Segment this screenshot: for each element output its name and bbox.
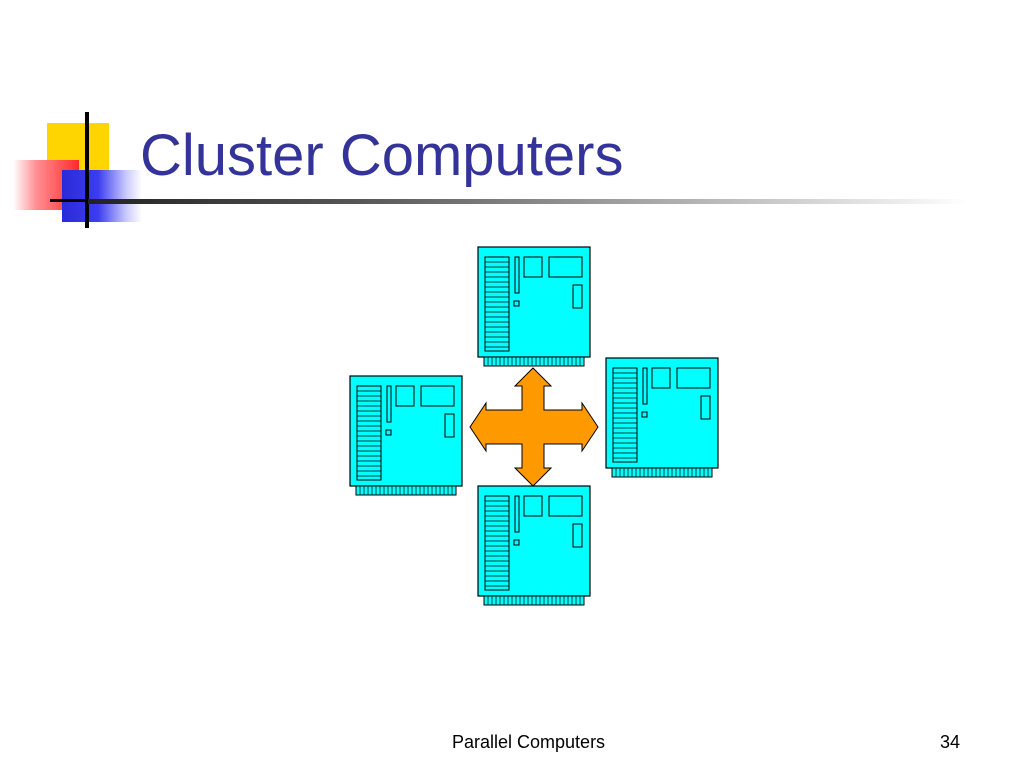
logo-horizontal-line [50, 199, 100, 202]
title-underline-rule [88, 199, 968, 204]
slide-title: Cluster Computers [140, 123, 624, 188]
cluster-node-right [605, 357, 719, 478]
slide-footer: Parallel Computers [452, 732, 606, 752]
logo-blue-square [62, 170, 142, 222]
cluster-node-left [349, 375, 463, 496]
cluster-node-bottom [477, 485, 591, 606]
title-logo-decoration [0, 0, 150, 240]
page-number: 34 [940, 732, 961, 752]
cluster-node-top [477, 246, 591, 367]
four-way-arrow-icon [469, 367, 599, 487]
logo-vertical-line [85, 112, 89, 228]
